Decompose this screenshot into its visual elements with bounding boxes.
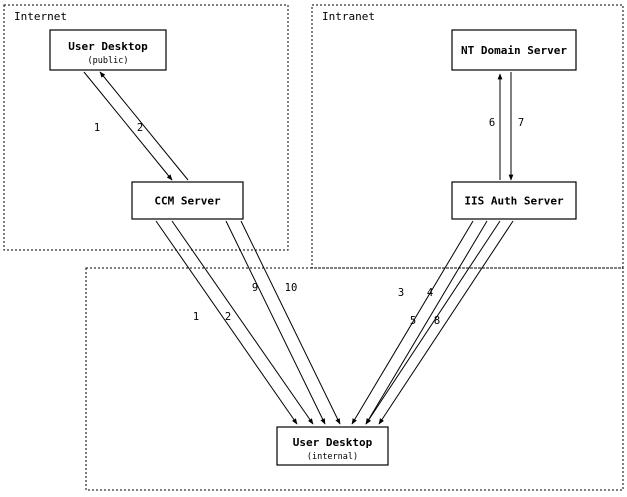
node-subtitle-user-desktop-internal: (internal) [307,452,358,462]
zone-label-intranet: Intranet [322,10,375,23]
flow-line [83,71,173,181]
flow-step-label: 2 [137,122,143,134]
flow-step-label: 2 [225,311,231,323]
zones-layer: Internet Intranet [3,4,624,491]
nodes-layer: User Desktop (public) CCM Server NT Domain … [49,29,577,466]
flow-line [365,220,501,425]
flow-step-labels: 1 2 1 2 9 10 3 4 5 8 6 7 [94,117,524,327]
flow-5-user-desktop-internal-to-iis-auth-server [365,220,501,425]
node-box-user-desktop-internal[interactable] [276,426,389,466]
node-user-desktop-internal[interactable]: User Desktop (internal) [276,426,389,466]
flows-layer [83,71,514,425]
flow-step-label: 1 [193,311,199,323]
zone-lan [85,267,624,491]
flow-line [240,220,341,425]
flow-line [351,220,474,425]
node-user-desktop-public[interactable]: User Desktop (public) [49,29,167,71]
flow-step-label: 10 [285,282,298,294]
flow-1-user-desktop-internal-to-ccm-server [155,220,298,425]
flow-line [171,220,314,425]
flow-2-ccm-server-to-user-desktop-public [99,71,189,181]
flow-step-label: 4 [427,287,433,299]
node-subtitle-user-desktop-public: (public) [88,56,129,66]
node-title-nt-domain-server: NT Domain Server [461,44,567,57]
node-title-user-desktop-internal: User Desktop [293,436,373,449]
flow-step-label: 6 [489,117,495,129]
node-box-user-desktop-public[interactable] [49,29,167,71]
flow-step-label: 7 [518,117,524,129]
node-box-iis-auth-server[interactable] [451,181,577,220]
zone-label-internet: Internet [14,10,67,23]
node-title-iis-auth-server: IIS Auth Server [464,195,564,208]
node-title-ccm-server: CCM Server [154,195,221,208]
flow-step-label: 8 [434,315,440,327]
node-iis-auth-server[interactable]: IIS Auth Server [451,181,577,220]
flow-step-label: 3 [398,287,404,299]
flow-9-ccm-server-to-user-desktop-internal [225,220,326,425]
flow-line [365,220,488,425]
flow-step-label: 1 [94,122,100,134]
flow-8-iis-auth-server-to-user-desktop-internal [378,220,514,425]
flow-line [225,220,326,425]
node-box-nt-domain-server[interactable] [451,29,577,71]
flow-line [378,220,514,425]
flow-4-iis-auth-server-to-user-desktop-internal [365,220,488,425]
flow-line [155,220,298,425]
zone-internet: Internet [3,4,289,251]
zone-boundary-internet [3,4,289,251]
flow-2-ccm-server-to-user-desktop-internal [171,220,314,425]
flow-line [99,71,189,181]
node-title-user-desktop-public: User Desktop [68,40,148,53]
flow-step-label: 5 [410,315,416,327]
flow-3-user-desktop-internal-to-iis-auth-server [351,220,474,425]
flow-1-user-desktop-public-to-ccm-server [83,71,173,181]
node-box-ccm-server[interactable] [131,181,244,220]
node-ccm-server[interactable]: CCM Server [131,181,244,220]
node-nt-domain-server[interactable]: NT Domain Server [451,29,577,71]
zone-boundary-lan [85,267,624,491]
flow-10-ccm-server-to-user-desktop-internal [240,220,341,425]
flow-step-label: 9 [252,282,258,294]
